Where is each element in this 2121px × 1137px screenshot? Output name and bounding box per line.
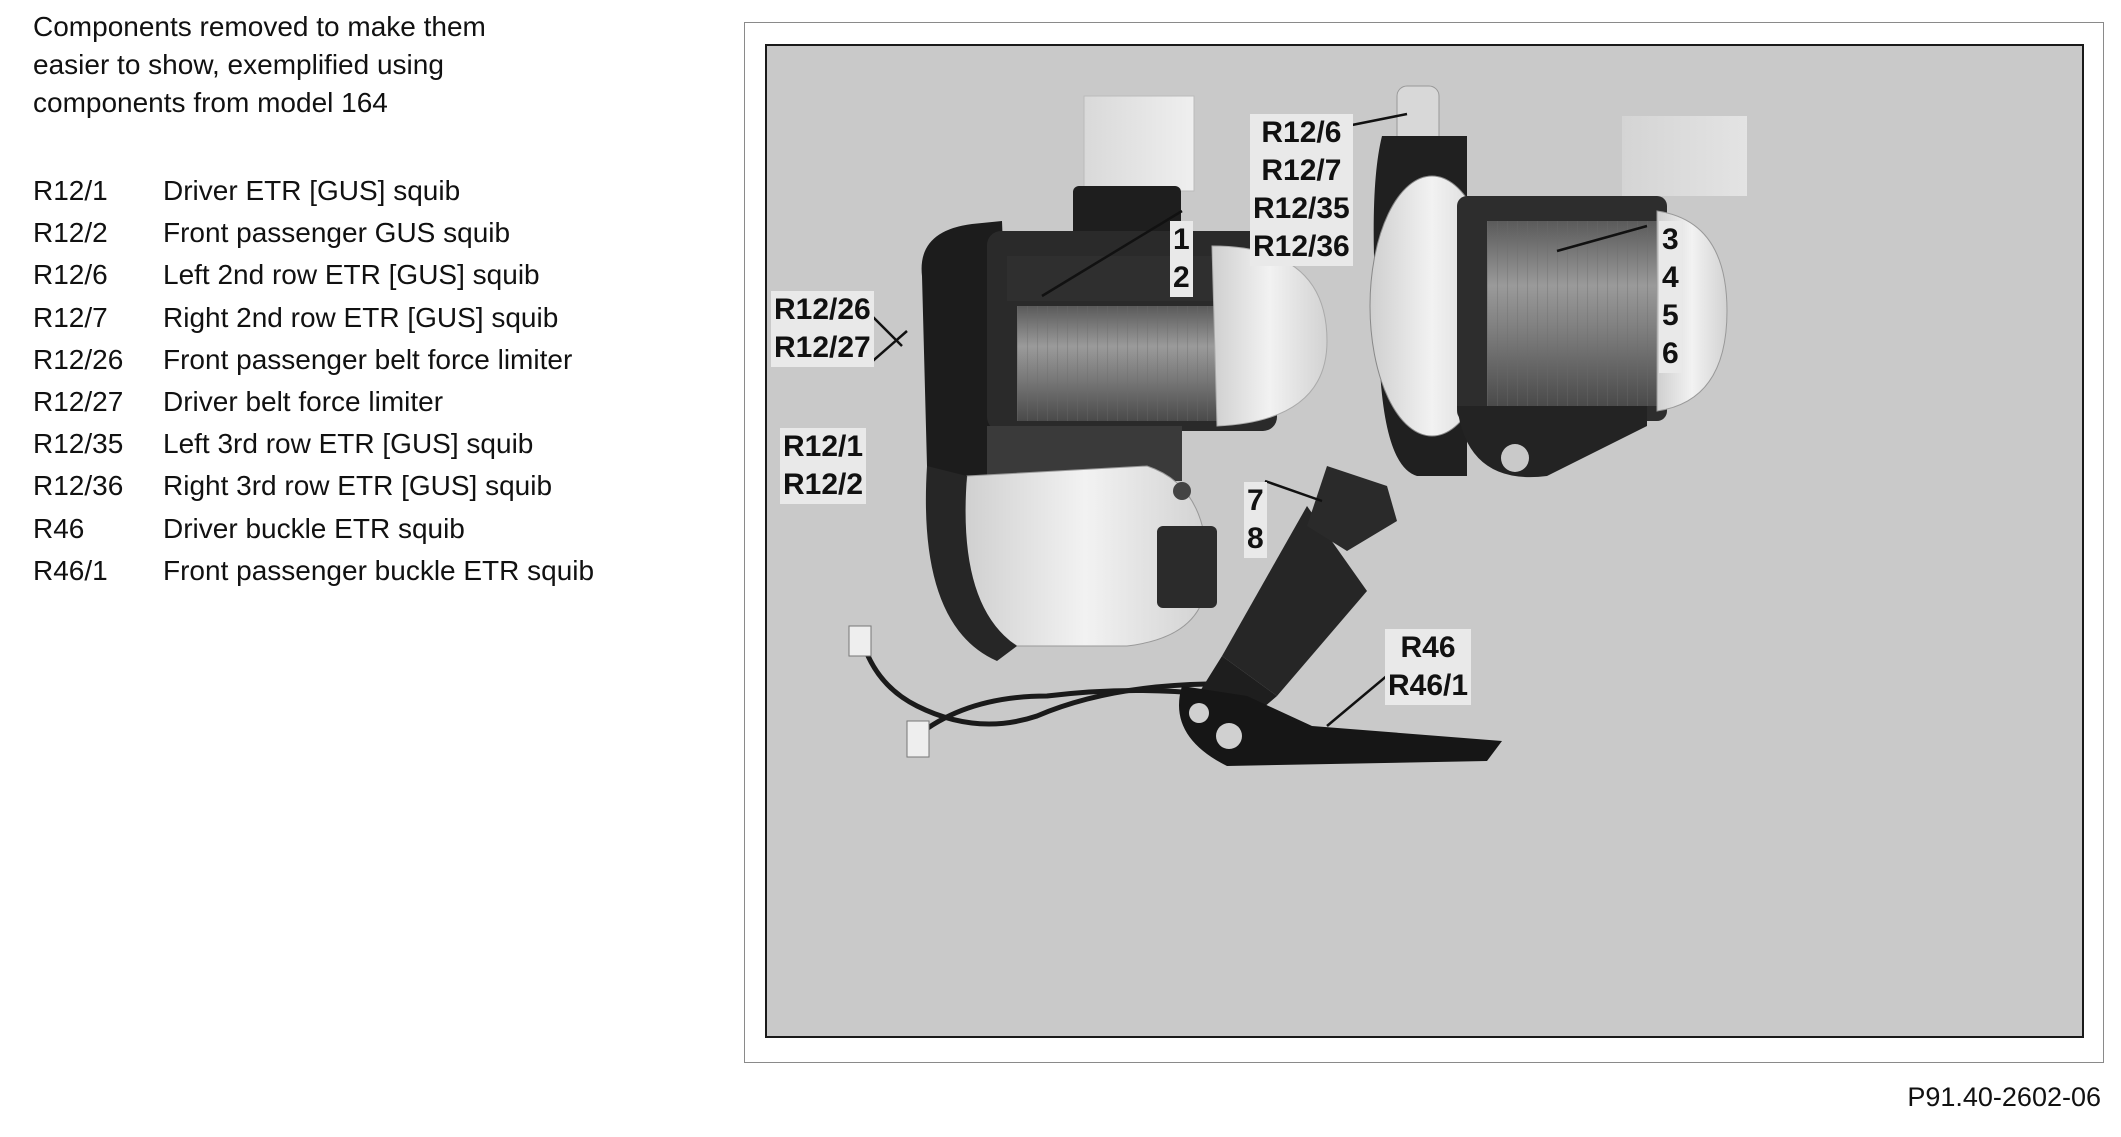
legend-row: R12/2 Front passenger GUS squib <box>33 212 693 254</box>
buckle-illustration <box>848 466 1502 766</box>
callout-label: 1 <box>1170 221 1193 259</box>
callout-label: R12/6 <box>1250 114 1353 152</box>
callout-label: R12/27 <box>771 329 874 367</box>
legend-row: R46 Driver buckle ETR squib <box>33 508 693 550</box>
callout-label: R12/7 <box>1250 152 1353 190</box>
legend-code: R46 <box>33 512 85 544</box>
legend-row: R12/35 Left 3rd row ETR [GUS] squib <box>33 423 693 465</box>
callout-label: R46 <box>1385 629 1472 667</box>
legend-row: R12/36 Right 3rd row ETR [GUS] squib <box>33 465 693 507</box>
callout-label: 3 <box>1659 221 1682 259</box>
legend-description: Left 3rd row ETR [GUS] squib <box>163 428 534 460</box>
legend-row: R12/27 Driver belt force limiter <box>33 381 693 423</box>
legend-row: R46/1 Front passenger buckle ETR squib <box>33 550 693 592</box>
intro-line: Components removed to make them <box>33 11 486 42</box>
callout-label: R12/35 <box>1250 190 1353 228</box>
legend-code: R12/36 <box>33 470 124 502</box>
legend-description: Driver belt force limiter <box>163 386 444 418</box>
legend-description: Right 3rd row ETR [GUS] squib <box>163 470 553 502</box>
callout-label: R12/26 <box>771 291 874 329</box>
legend-description: Left 2nd row ETR [GUS] squib <box>163 259 540 291</box>
callout-label: 2 <box>1170 259 1193 297</box>
legend-row: R12/7 Right 2nd row ETR [GUS] squib <box>33 297 693 339</box>
legend-description: Driver ETR [GUS] squib <box>163 175 461 207</box>
legend-description: Front passenger GUS squib <box>163 217 511 249</box>
figure-reference-id: P91.40-2602-06 <box>1907 1082 2101 1112</box>
left-retractor-illustration <box>921 95 1328 661</box>
intro-text: Components removed to make them easier t… <box>33 8 673 122</box>
legend-code: R12/27 <box>33 386 124 418</box>
legend-row: R12/6 Left 2nd row ETR [GUS] squib <box>33 254 693 296</box>
legend-description: Front passenger buckle ETR squib <box>163 554 595 586</box>
legend-code: R46/1 <box>33 554 108 586</box>
intro-line: easier to show, exemplified using <box>33 49 444 80</box>
callout-label: 5 <box>1659 297 1682 335</box>
right-retractor-illustration <box>1369 85 1747 478</box>
callout-label: 6 <box>1659 335 1682 373</box>
callout-label: R46/1 <box>1385 667 1472 705</box>
legend-row: R12/1 Driver ETR [GUS] squib <box>33 170 693 212</box>
legend-code: R12/26 <box>33 343 124 375</box>
component-illustration <box>848 85 1747 766</box>
legend-code: R12/6 <box>33 259 108 291</box>
legend-description: Right 2nd row ETR [GUS] squib <box>163 301 559 333</box>
callout-label: 4 <box>1659 259 1682 297</box>
legend-description: Driver buckle ETR squib <box>163 512 465 544</box>
legend-code: R12/7 <box>33 301 108 333</box>
callout-label: R12/1 <box>780 428 867 466</box>
legend-description: Front passenger belt force limiter <box>163 343 573 375</box>
callout-label: 7 <box>1244 482 1267 520</box>
legend-code: R12/35 <box>33 428 124 460</box>
callout-label: R12/36 <box>1250 228 1353 266</box>
intro-line: components from model 164 <box>33 87 388 118</box>
callout-label: R12/2 <box>780 466 867 504</box>
callout-label: 8 <box>1244 520 1267 558</box>
legend-code: R12/2 <box>33 217 108 249</box>
legend-code: R12/1 <box>33 175 108 207</box>
legend-row: R12/26 Front passenger belt force limiter <box>33 339 693 381</box>
